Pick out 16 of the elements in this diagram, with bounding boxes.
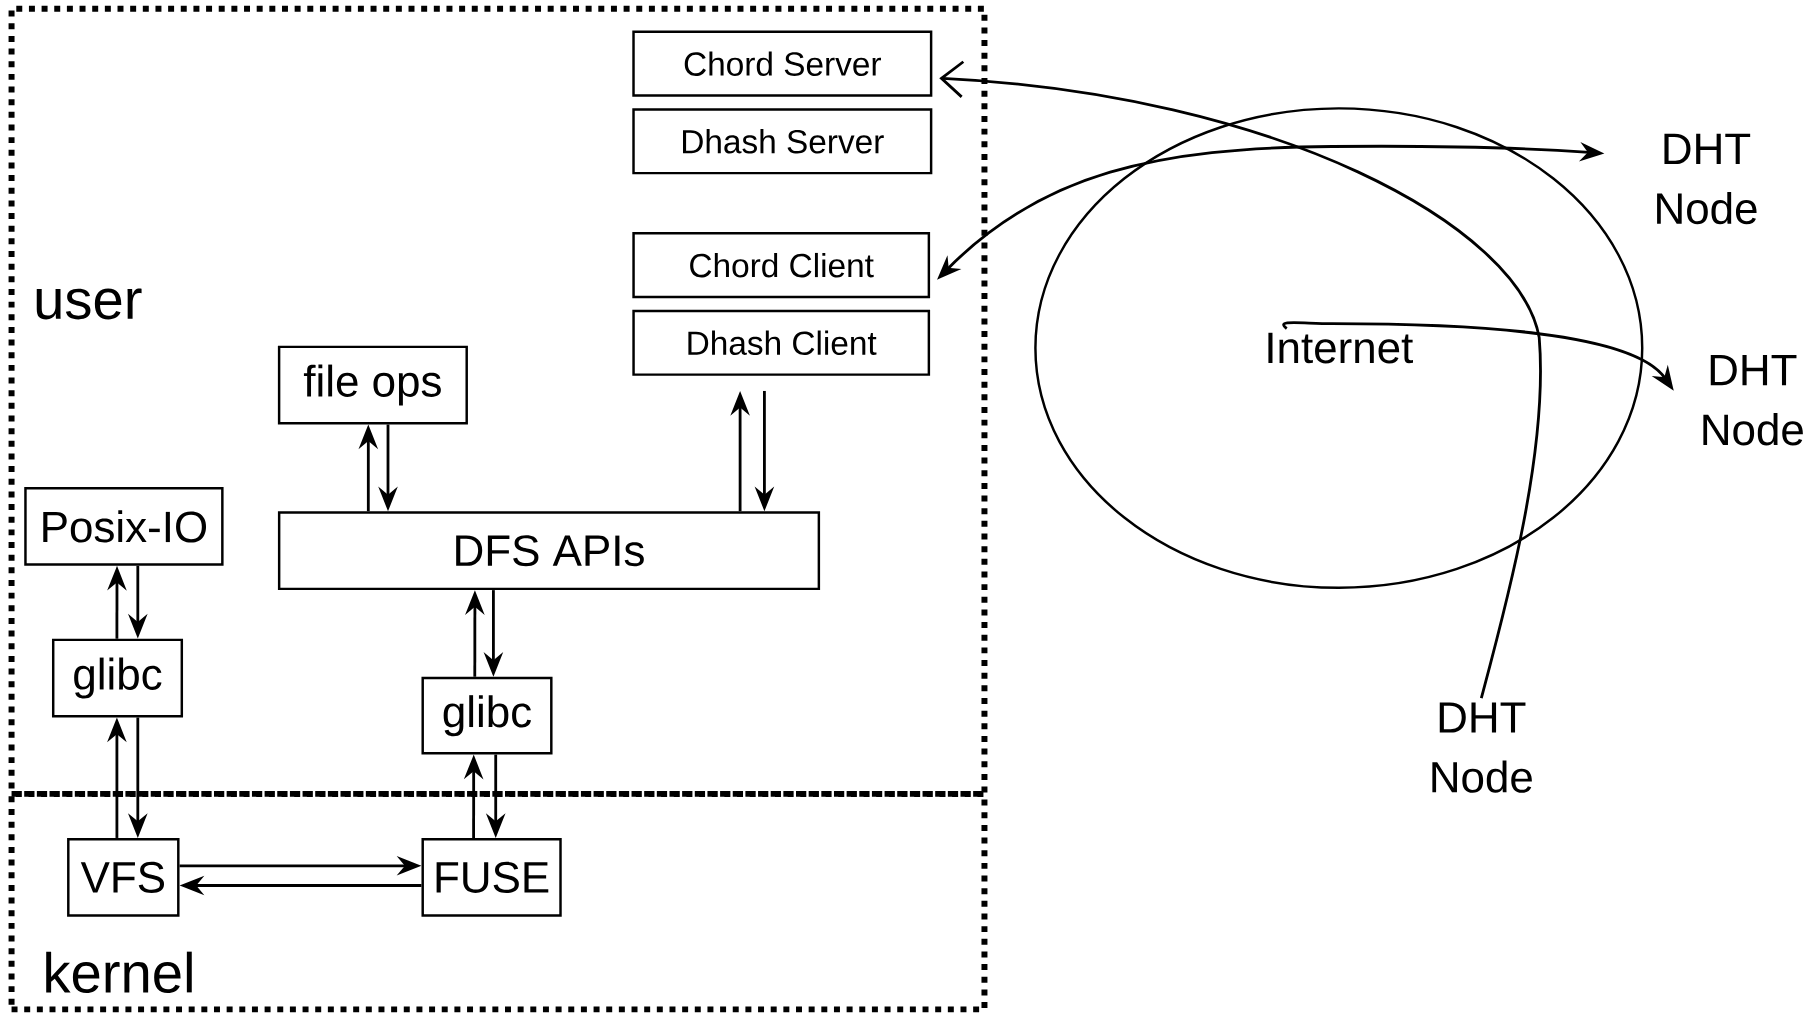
- node-label: DHT Node: [1657, 133, 1757, 225]
- arrow: [939, 60, 1542, 699]
- process-box: Chord Client: [632, 232, 931, 299]
- process-box: Posix-IO: [24, 486, 224, 566]
- process-box: glibc: [52, 638, 184, 718]
- process-box: VFS: [67, 837, 180, 917]
- node-label: DHT Node: [1432, 702, 1532, 793]
- process-box: Dhash Server: [632, 108, 933, 175]
- process-box: FUSE: [421, 837, 562, 917]
- process-box: file ops: [277, 345, 468, 425]
- process-box: Chord Server: [632, 30, 933, 97]
- process-box: glibc: [421, 676, 553, 755]
- node-label: DHT Node: [1703, 355, 1803, 446]
- node-label: Internet: [1268, 332, 1413, 364]
- process-box: Dhash Client: [632, 309, 931, 376]
- process-box: DFS APIs: [277, 511, 821, 591]
